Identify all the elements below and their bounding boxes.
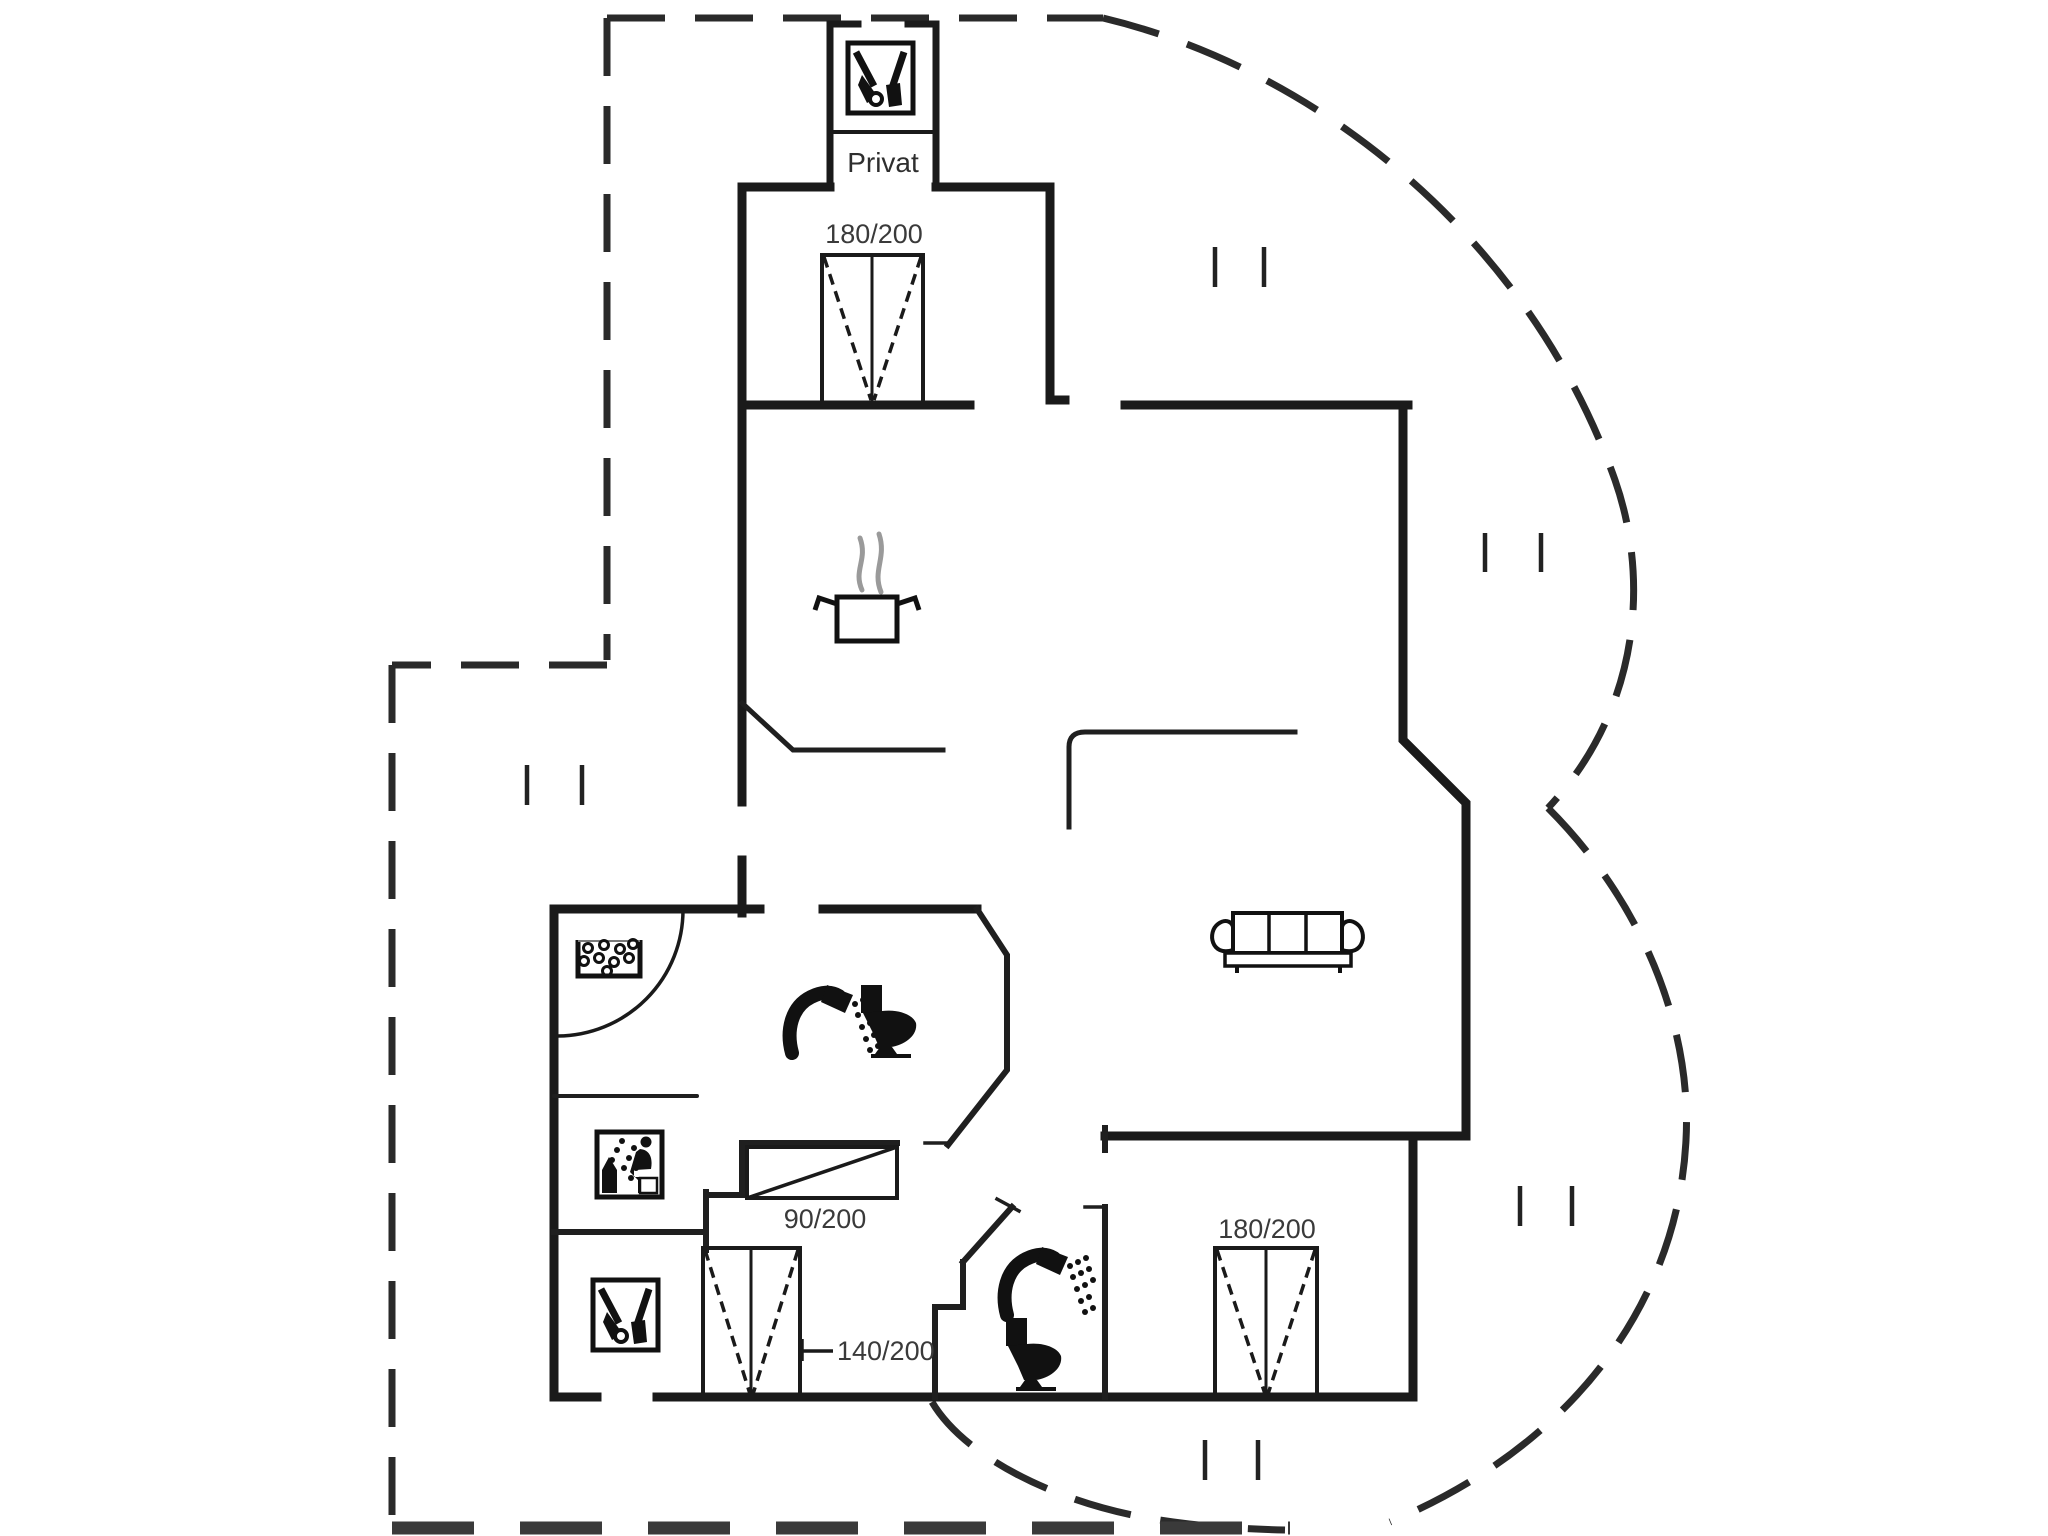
toilet-icon [1006,1318,1062,1391]
exterior-walls [549,182,1471,1402]
wall-hall-divider-rounded [1066,729,1298,830]
terrace-boundary-dashed [388,14,1691,1536]
sliding-door [745,1145,899,1200]
sofa-arm-left [1210,919,1236,954]
sauna-icon [594,1129,665,1200]
wall-top-wing-right [1045,182,1070,405]
door-left-dimension-label: 140/200 [837,1336,935,1366]
outbuilding-label: Privat [847,147,919,178]
door-jamb-tick-bathroom2 [994,1196,1022,1214]
door-bedroom-dimension-label: 180/200 [1218,1214,1316,1244]
door-swing-arc [557,909,685,1038]
terrace-door-bedroom [1213,1246,1319,1399]
sofa-seat-dividers [1267,913,1308,953]
sofa-icon [1210,911,1365,973]
wall-bathroom2-left [932,1202,1017,1400]
interior-walls [551,699,1298,1400]
window-door-140 [701,1246,833,1399]
boundary-curve-bottom-left [928,1400,1286,1534]
boundary-curve-lower [1388,805,1691,1526]
cleaning-tools-icon [593,1280,658,1350]
sofa-seat-front [1223,951,1353,968]
sofa-back [1231,911,1344,955]
outbuilding-walls [826,20,940,191]
window-ticks-left [524,765,585,805]
window-ticks-top-right [1212,247,1267,287]
boundary-curve-upper [1102,14,1638,811]
toilet-icon [861,985,917,1058]
sofa-arm-right [1339,919,1365,954]
sliding-door-dimension-label: 90/200 [784,1204,867,1234]
wall-kitchen-counter [738,699,946,753]
window-ticks-right-lower [1517,1186,1575,1226]
door-top-dimension-label: 180/200 [825,219,923,249]
terrace-door-top [820,253,925,405]
cleaning-tools-icon [848,43,913,113]
wall-bathroom-right-angled [943,904,1010,1150]
window-ticks-bottom [1202,1440,1261,1480]
sofa-feet [1235,966,1342,973]
wall-living-right-angled [1398,400,1471,1141]
window-tick-pairs [524,247,1575,1480]
shower-icon [1005,1247,1096,1315]
cooking-pot-icon [812,531,922,644]
wall-hall-step [703,1140,745,1253]
window-ticks-right-upper [1482,533,1544,572]
whirlpool-tub-icon [575,938,643,979]
